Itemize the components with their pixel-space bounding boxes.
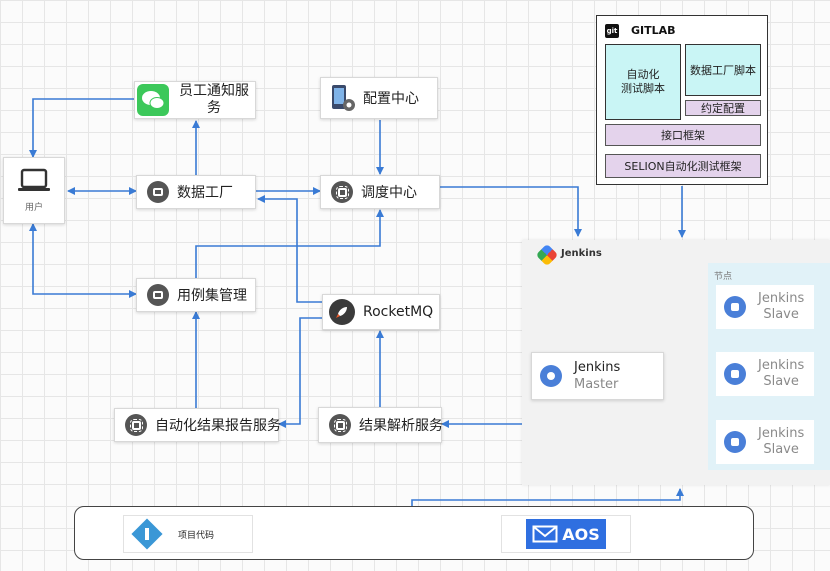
data-factory-script-box[interactable]: 数据工厂脚本 [685, 44, 761, 96]
scheduler-label: 调度中心 [361, 185, 417, 201]
rocketmq-label: RocketMQ [363, 304, 434, 320]
notify-service-label: 员工通知服务 [179, 83, 249, 116]
rocketmq-node[interactable]: RocketMQ [322, 294, 440, 330]
jenkins-master-line1: Jenkins [574, 360, 621, 375]
jenkins-title: Jenkins [561, 248, 602, 259]
rocket-icon [329, 299, 355, 325]
chip-icon [331, 181, 353, 203]
container-engine-icon [724, 431, 746, 453]
user-label: 用户 [24, 203, 43, 213]
data-factory-script-label: 数据工厂脚本 [690, 64, 756, 77]
slave-line1: Jenkins [758, 426, 805, 441]
edge-scheduler-jenkins [440, 186, 582, 237]
case-management-label: 用例集管理 [177, 288, 247, 304]
convention-config-box[interactable]: 约定配置 [685, 100, 761, 116]
wechat-icon [137, 84, 169, 116]
project-code-label: 项目代码 [178, 530, 215, 541]
convention-config-label: 约定配置 [701, 102, 745, 115]
window-icon [147, 181, 169, 203]
jenkins-master-line2: Master [574, 377, 619, 392]
edge-rocketmq-datafactory [257, 195, 322, 303]
mail-icon [532, 525, 558, 543]
selion-framework-box[interactable]: SELION自动化测试框架 [605, 154, 761, 178]
container-engine-icon [724, 363, 746, 385]
config-center-node[interactable]: 配置中心 [320, 77, 438, 119]
parse-service-label: 结果解析服务 [359, 418, 443, 434]
slave-line1: Jenkins [758, 358, 805, 373]
data-factory-node[interactable]: 数据工厂 [136, 175, 256, 209]
notify-service-node[interactable]: 员工通知服务 [134, 81, 256, 119]
aos-node[interactable]: AOS [501, 515, 631, 553]
slave-line2: Slave [763, 307, 799, 322]
api-framework-label: 接口框架 [661, 129, 705, 142]
edge-bottom-jenkins [411, 488, 684, 506]
nodes-label: 节点 [714, 272, 733, 282]
chip-icon [125, 414, 147, 436]
jenkins-master-node[interactable]: Jenkins Master [531, 352, 664, 400]
case-management-node[interactable]: 用例集管理 [136, 278, 256, 312]
slave-line2: Slave [763, 374, 799, 389]
phone-gear-icon [332, 85, 355, 111]
aos-logo: AOS [526, 519, 606, 549]
data-factory-label: 数据工厂 [177, 185, 233, 201]
gitlab-container[interactable]: git GITLAB 自动化 测试脚本 数据工厂脚本 约定配置 接口框架 SEL… [596, 15, 768, 185]
auto-test-script-label: 自动化 测试脚本 [621, 68, 665, 95]
edge-rocketmq-report [278, 317, 322, 428]
edge-notify-user [29, 98, 134, 158]
laptop-icon [18, 168, 50, 191]
git-logo-icon: git [605, 24, 619, 38]
git-diamond-icon [131, 518, 163, 550]
edge-casemgmt-scheduler [195, 209, 384, 278]
gcp-logo-icon [535, 243, 559, 267]
window-icon [147, 284, 169, 306]
edge-user-casemgmt [29, 223, 137, 298]
compute-engine-icon [540, 365, 562, 387]
scheduler-node[interactable]: 调度中心 [320, 175, 440, 209]
selion-framework-label: SELION自动化测试框架 [624, 160, 742, 173]
auto-test-script-box[interactable]: 自动化 测试脚本 [605, 44, 681, 120]
chip-icon [329, 414, 351, 436]
parse-service-node[interactable]: 结果解析服务 [318, 407, 443, 443]
project-code-node[interactable]: 项目代码 [123, 515, 253, 553]
api-framework-box[interactable]: 接口框架 [605, 124, 761, 146]
report-service-node[interactable]: 自动化结果报告服务 [114, 408, 281, 442]
slave-line2: Slave [763, 442, 799, 457]
slave-line1: Jenkins [758, 291, 805, 306]
bottom-repo-bar[interactable]: 项目代码 AOS [74, 506, 754, 560]
user-node[interactable]: 用户 [3, 157, 65, 224]
container-engine-icon [724, 296, 746, 318]
config-center-label: 配置中心 [363, 91, 419, 107]
aos-label: AOS [562, 524, 600, 544]
report-service-label: 自动化结果报告服务 [155, 418, 281, 434]
gitlab-title: GITLAB [631, 24, 676, 37]
